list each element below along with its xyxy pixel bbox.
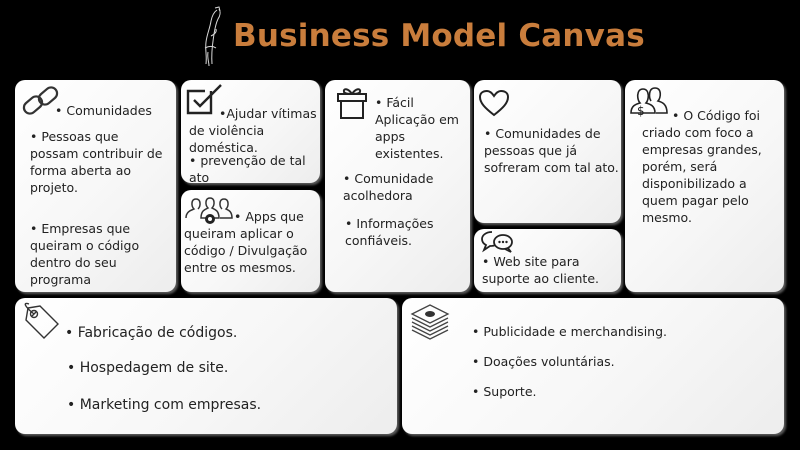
chat-bubbles-icon xyxy=(480,230,514,254)
cost-structure-item: • Fabricação de códigos. xyxy=(65,325,238,341)
checkbox-check-icon xyxy=(185,83,225,117)
card-cost-structure: • Fabricação de códigos. • Hospedagem de… xyxy=(15,298,397,434)
value-propositions-item: • Informações confiáveis. xyxy=(345,216,434,248)
heart-icon xyxy=(478,89,510,117)
money-stack-icon xyxy=(410,302,452,342)
svg-text:$: $ xyxy=(637,104,645,117)
card-key-activities: •Ajudar vítimas de violência doméstica. … xyxy=(181,80,320,185)
customer-segments-item: • O Código foi criado com foco a empresa… xyxy=(642,108,762,225)
card-customer-relationships: • Comunidades de pessoas que já sofreram… xyxy=(474,80,621,223)
key-partners-item: • Pessoas que possam contribuir de forma… xyxy=(30,129,163,195)
value-propositions-item: • Fácil Aplicação em apps existentes. xyxy=(375,95,459,161)
cost-structure-item: • Marketing com empresas. xyxy=(67,397,262,413)
figure-sketch-logo-icon xyxy=(197,6,227,70)
revenue-streams-item: • Publicidade e merchandising. xyxy=(472,324,668,339)
card-channels: • Web site para suporte ao cliente. xyxy=(474,229,621,292)
card-key-partners: • Comunidades • Pessoas que possam contr… xyxy=(15,80,176,292)
card-value-propositions: • Fácil Aplicação em apps existentes. • … xyxy=(325,80,470,292)
key-resources-item: • Apps que queiram aplicar o código / Di… xyxy=(184,209,308,275)
gift-icon xyxy=(335,84,369,120)
value-propositions-item: • Comunidade acolhedora xyxy=(343,171,434,203)
card-customer-segments: $ • O Código foi criado com foco a empre… xyxy=(625,80,784,292)
page-title: Business Model Canvas xyxy=(233,18,645,54)
price-tag-icon xyxy=(20,302,60,342)
revenue-streams-item: • Doações voluntárias. xyxy=(472,354,615,369)
cost-structure-item: • Hospedagem de site. xyxy=(67,360,229,376)
team-gear-icon xyxy=(184,196,234,226)
card-revenue-streams: • Publicidade e merchandising. • Doações… xyxy=(402,298,784,434)
revenue-streams-item: • Suporte. xyxy=(472,384,537,399)
customer-relationships-item: • Comunidades de pessoas que já sofreram… xyxy=(484,126,619,175)
card-key-resources: • Apps que queiram aplicar o código / Di… xyxy=(181,190,320,292)
key-activities-item: •Ajudar vítimas de violência doméstica. xyxy=(189,106,317,155)
link-chain-icon xyxy=(20,84,62,120)
customers-dollar-icon: $ xyxy=(629,85,669,117)
key-partners-item: • Comunidades xyxy=(55,103,152,118)
key-partners-item: • Empresas que queiram o código dentro d… xyxy=(30,221,140,287)
key-activities-item: • prevenção de tal ato xyxy=(189,153,306,185)
channels-item: • Web site para suporte ao cliente. xyxy=(482,254,599,286)
header: Business Model Canvas xyxy=(0,0,800,75)
